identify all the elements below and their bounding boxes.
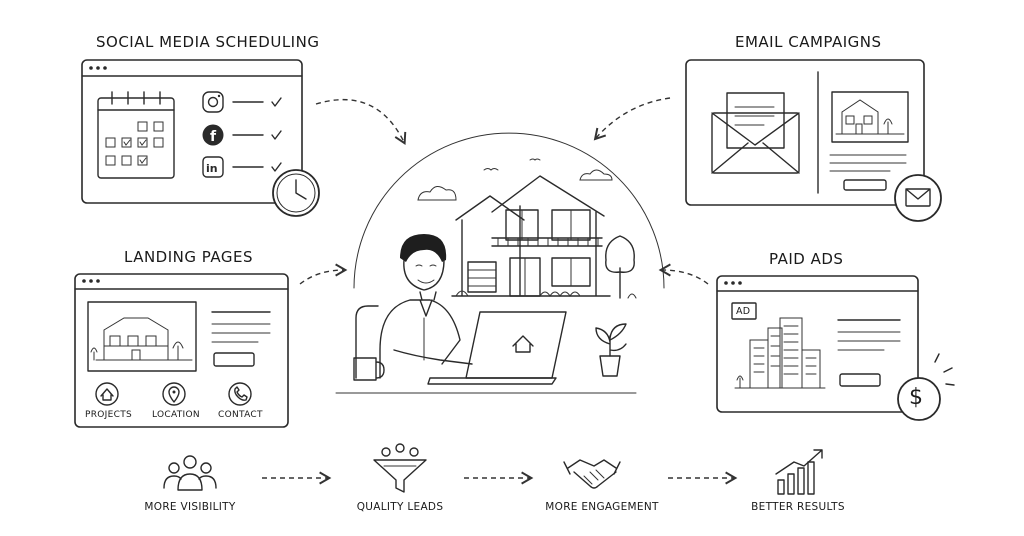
plant-illustration: [595, 323, 627, 377]
landing-item-location: LOCATION: [152, 410, 200, 420]
clouds-and-birds: [417, 158, 613, 201]
arrow-landing-to-center: [299, 263, 348, 285]
arrow-email-to-center: [593, 97, 671, 141]
tree-illustration: [605, 235, 637, 299]
landing-pages-title: LANDING PAGES: [124, 248, 253, 266]
social-media-window: [81, 59, 303, 204]
landing-item-projects: PROJECTS: [85, 410, 132, 420]
house-illustration: [451, 175, 611, 297]
email-campaigns-title: EMAIL CAMPAIGNS: [735, 33, 882, 51]
phone-icon: [228, 382, 252, 406]
social-check-lines: [232, 97, 282, 172]
landing-item-contact: CONTACT: [218, 410, 263, 420]
landing-window: [74, 273, 289, 428]
funnel-icon: [373, 443, 427, 493]
people-group-icon: [163, 455, 217, 491]
flow-step-more-engagement: MORE ENGAGEMENT: [545, 501, 659, 513]
laptop-illustration: [427, 311, 567, 385]
landing-house-image: [87, 301, 197, 372]
envelope-icon: [711, 92, 800, 174]
flow-step-more-visibility: MORE VISIBILITY: [144, 501, 236, 513]
flow-step-quality-leads: QUALITY LEADS: [356, 501, 444, 513]
scene-arc: [335, 132, 665, 394]
ads-window: [716, 275, 919, 413]
arrow-social-to-center: [315, 98, 407, 146]
location-pin-icon: [162, 382, 186, 406]
ads-text-lines: [837, 319, 901, 387]
calendar-icon: [97, 91, 175, 179]
dollar-sign: $: [909, 385, 923, 410]
email-house-image: [831, 91, 909, 143]
flow-step-better-results: BETTER RESULTS: [751, 501, 845, 513]
clock-icon: [272, 169, 320, 217]
buildings-illustration: [734, 317, 826, 389]
svg-text:in: in: [206, 162, 218, 175]
growth-chart-icon: [775, 449, 823, 495]
handshake-icon: [563, 459, 621, 489]
home-icon: [95, 382, 119, 406]
instagram-icon: [202, 91, 224, 113]
email-text-lines: [829, 154, 907, 191]
svg-text:f: f: [210, 129, 217, 145]
mug-illustration: [353, 357, 385, 381]
email-window: [685, 59, 925, 206]
linkedin-icon: in: [202, 156, 224, 178]
person-illustration: [355, 234, 473, 379]
social-media-title: SOCIAL MEDIA SCHEDULING: [96, 33, 320, 51]
paid-ads-title: PAID ADS: [769, 250, 844, 268]
facebook-icon: f: [202, 124, 224, 146]
ad-badge: AD: [736, 306, 751, 317]
arrow-ads-to-center: [658, 263, 709, 285]
landing-text-lines: [211, 311, 271, 367]
dollar-coin-icon: [897, 353, 955, 421]
mail-circle-icon: [894, 174, 942, 222]
